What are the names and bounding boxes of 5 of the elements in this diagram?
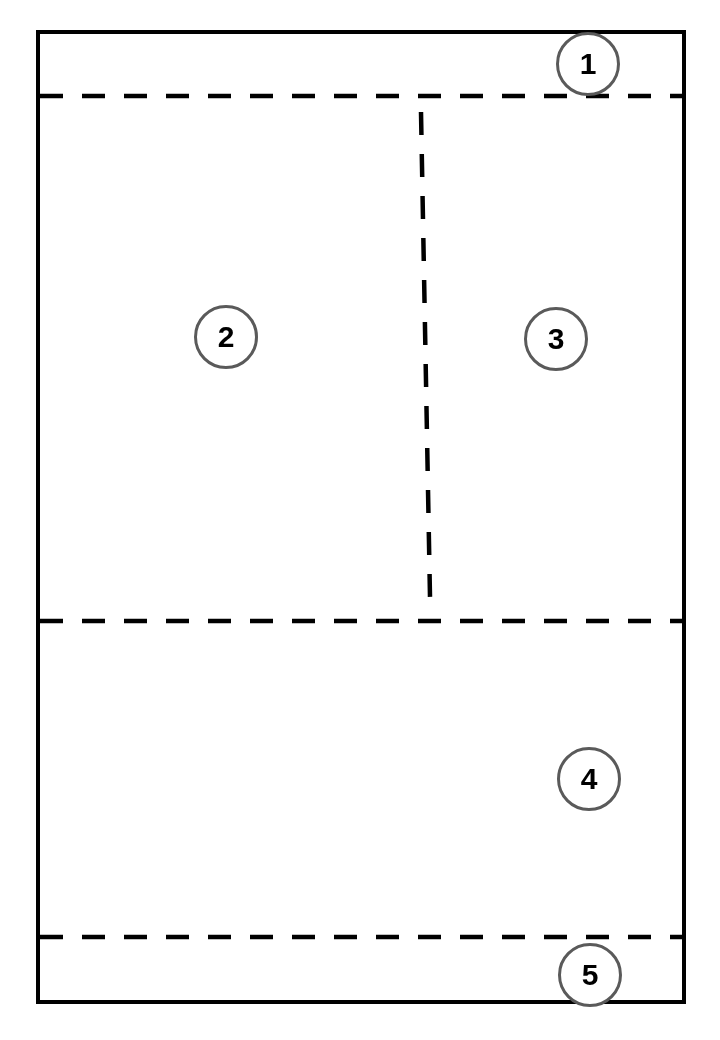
numbered-circle: 4	[557, 747, 621, 811]
numbered-circle: 2	[194, 305, 258, 369]
numbered-circle: 3	[524, 307, 588, 371]
numbered-circle: 1	[556, 32, 620, 96]
numbered-circle: 5	[558, 943, 622, 1007]
